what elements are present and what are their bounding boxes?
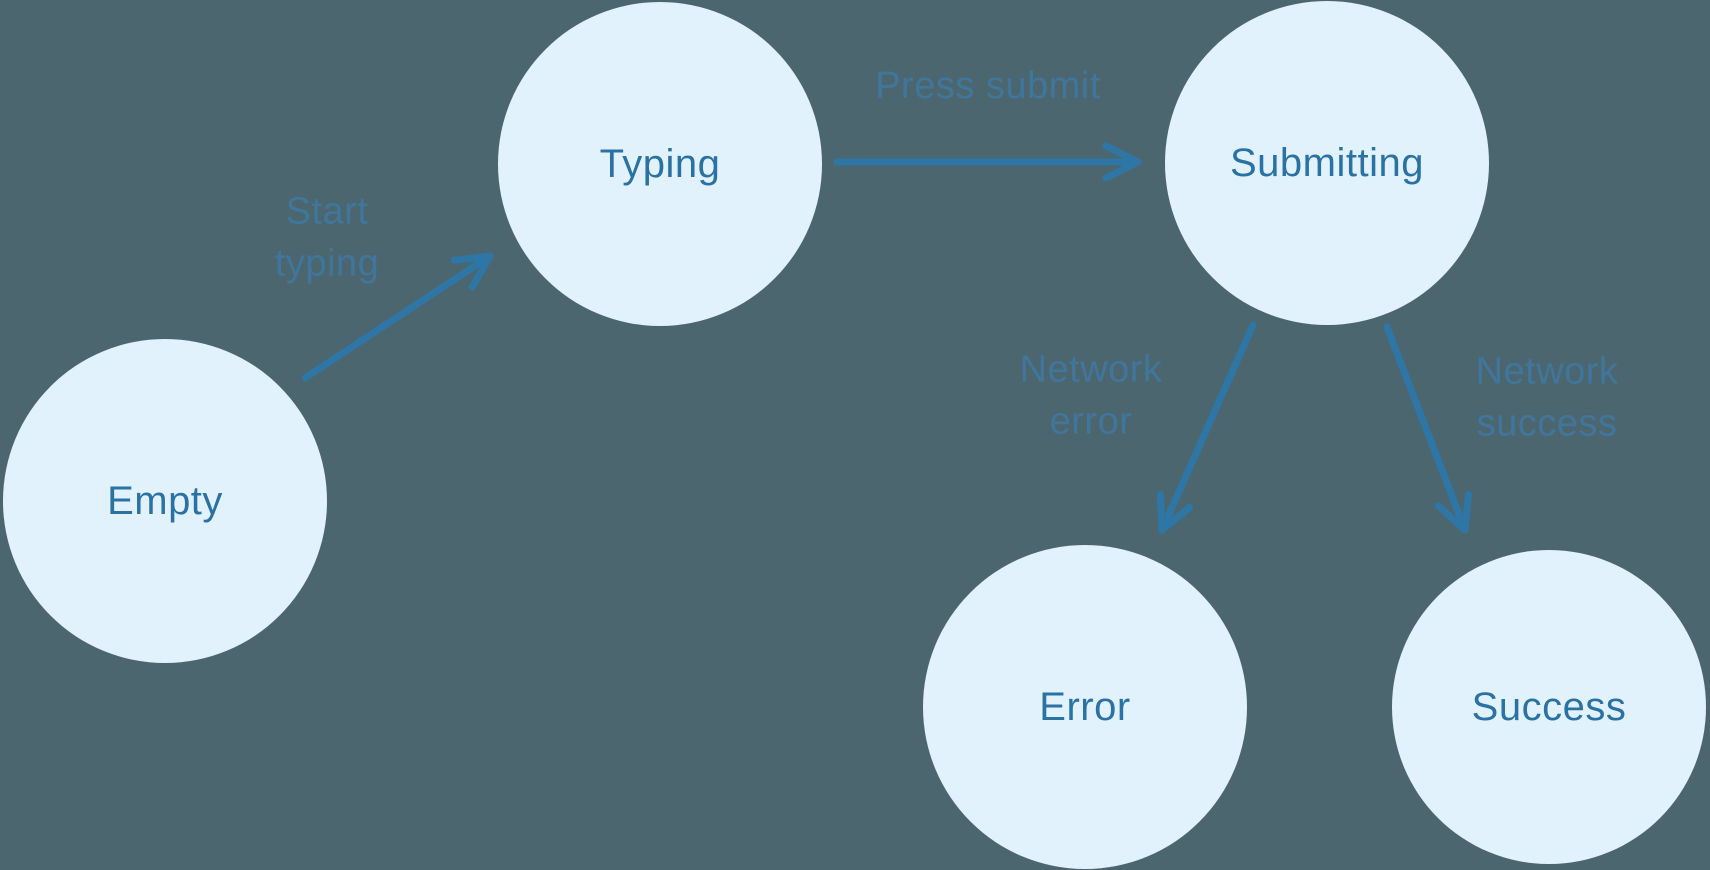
state-node-label: Submitting <box>1230 140 1424 185</box>
state-node-label: Typing <box>599 141 721 186</box>
state-node-label: Success <box>1471 684 1627 729</box>
edge-label-start-typing: Start typing <box>274 190 380 284</box>
state-node-label: Error <box>1039 684 1131 729</box>
edge-label-press-submit: Press submit <box>875 65 1101 108</box>
state-node-success: Success <box>1392 550 1706 864</box>
edge-arrow-empty-to-typing <box>301 252 494 382</box>
state-node-error: Error <box>923 545 1247 869</box>
state-node-empty: Empty <box>3 339 327 663</box>
edge-arrow-submitting-to-error <box>1156 321 1257 534</box>
edge-label-network-error: Network error <box>1019 348 1163 442</box>
state-node-submitting: Submitting <box>1165 1 1489 325</box>
edge-arrow-submitting-to-success <box>1383 323 1472 534</box>
state-node-label: Empty <box>107 478 223 523</box>
edge-label-network-success: Network success <box>1475 350 1619 444</box>
state-node-typing: Typing <box>498 2 822 326</box>
